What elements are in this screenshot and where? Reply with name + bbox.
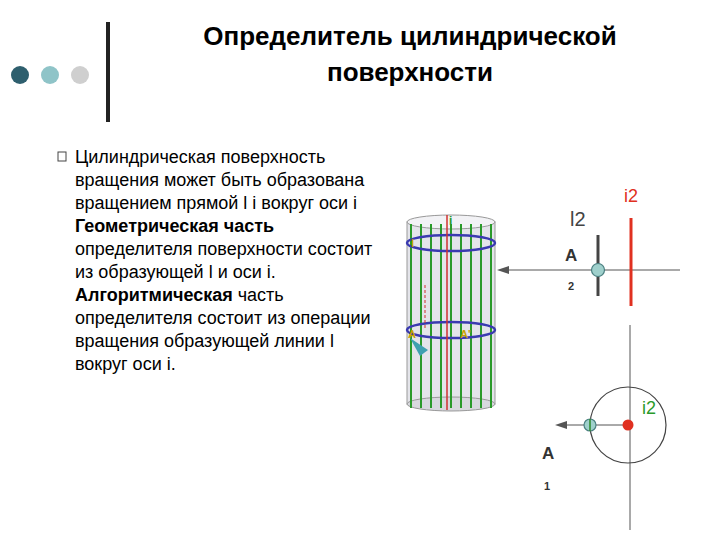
body-text: Цилиндрическая поверхность вращения може…	[75, 146, 375, 376]
subscript-label: 1	[544, 480, 550, 492]
generator-projection-label: l2	[570, 208, 586, 231]
point-label: A	[565, 246, 577, 266]
text-run: определителя поверхности состоит из обра…	[75, 239, 372, 282]
generator-line	[430, 224, 432, 408]
axis-label: i	[449, 214, 452, 228]
subscript-label: 2	[568, 280, 574, 292]
point-label: A	[408, 328, 416, 340]
generator-line	[480, 224, 482, 408]
generator-line	[410, 224, 412, 408]
bold-run: Алгоритмическая	[75, 285, 233, 305]
generator-line	[490, 224, 492, 408]
generator-line	[470, 224, 472, 408]
slide-title: Определитель цилиндрической поверхности	[120, 18, 700, 90]
generator-line	[420, 224, 422, 408]
axis-projection-label: i2	[624, 186, 638, 207]
axis-projection-label: i2	[642, 398, 656, 419]
point-label: A'	[460, 328, 471, 340]
point-label: A	[542, 444, 554, 464]
text-run: Цилиндрическая поверхность вращения може…	[75, 147, 364, 213]
bold-run: Геометрическая часть	[75, 216, 274, 236]
generator-label: l	[411, 237, 414, 249]
